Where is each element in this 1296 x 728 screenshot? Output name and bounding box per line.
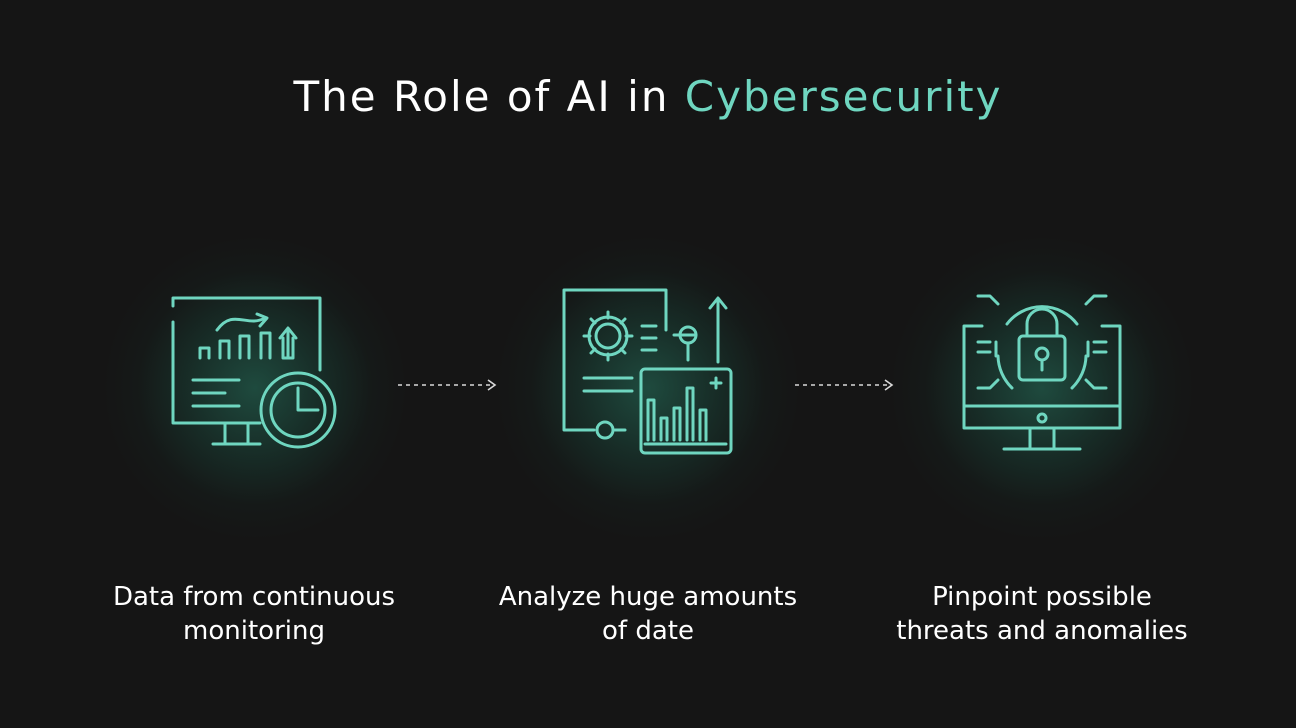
icon-glow xyxy=(498,238,798,538)
arrow-connector-1 xyxy=(396,377,500,393)
icon-glow xyxy=(892,238,1192,538)
caption-line: Analyze huge amounts xyxy=(498,582,798,612)
caption-line: threats and anomalies xyxy=(896,616,1188,646)
caption-line: monitoring xyxy=(183,616,325,646)
arrow-connector-2 xyxy=(793,377,897,393)
monitor-analytics-clock-icon xyxy=(105,238,405,538)
step-pinpoint xyxy=(892,238,1192,538)
title-prefix: The Role of AI in xyxy=(293,72,670,121)
caption-line: of date xyxy=(602,616,694,646)
caption-line: Pinpoint possible xyxy=(932,582,1152,612)
monitor-padlock-icon xyxy=(892,238,1192,538)
title-highlight: Cybersecurity xyxy=(684,72,1003,121)
document-gear-chart-icon xyxy=(498,238,798,538)
step-analyze xyxy=(498,238,798,538)
icon-glow xyxy=(105,238,405,538)
step-caption-monitoring: Data from continuous monitoring xyxy=(44,580,464,648)
page-title: The Role of AI in Cybersecurity xyxy=(0,72,1296,121)
step-caption-analyze: Analyze huge amounts of date xyxy=(438,580,858,648)
caption-line: Data from continuous xyxy=(112,582,396,612)
step-monitoring xyxy=(105,238,405,538)
step-caption-pinpoint: Pinpoint possible threats and anomalies xyxy=(832,580,1252,648)
